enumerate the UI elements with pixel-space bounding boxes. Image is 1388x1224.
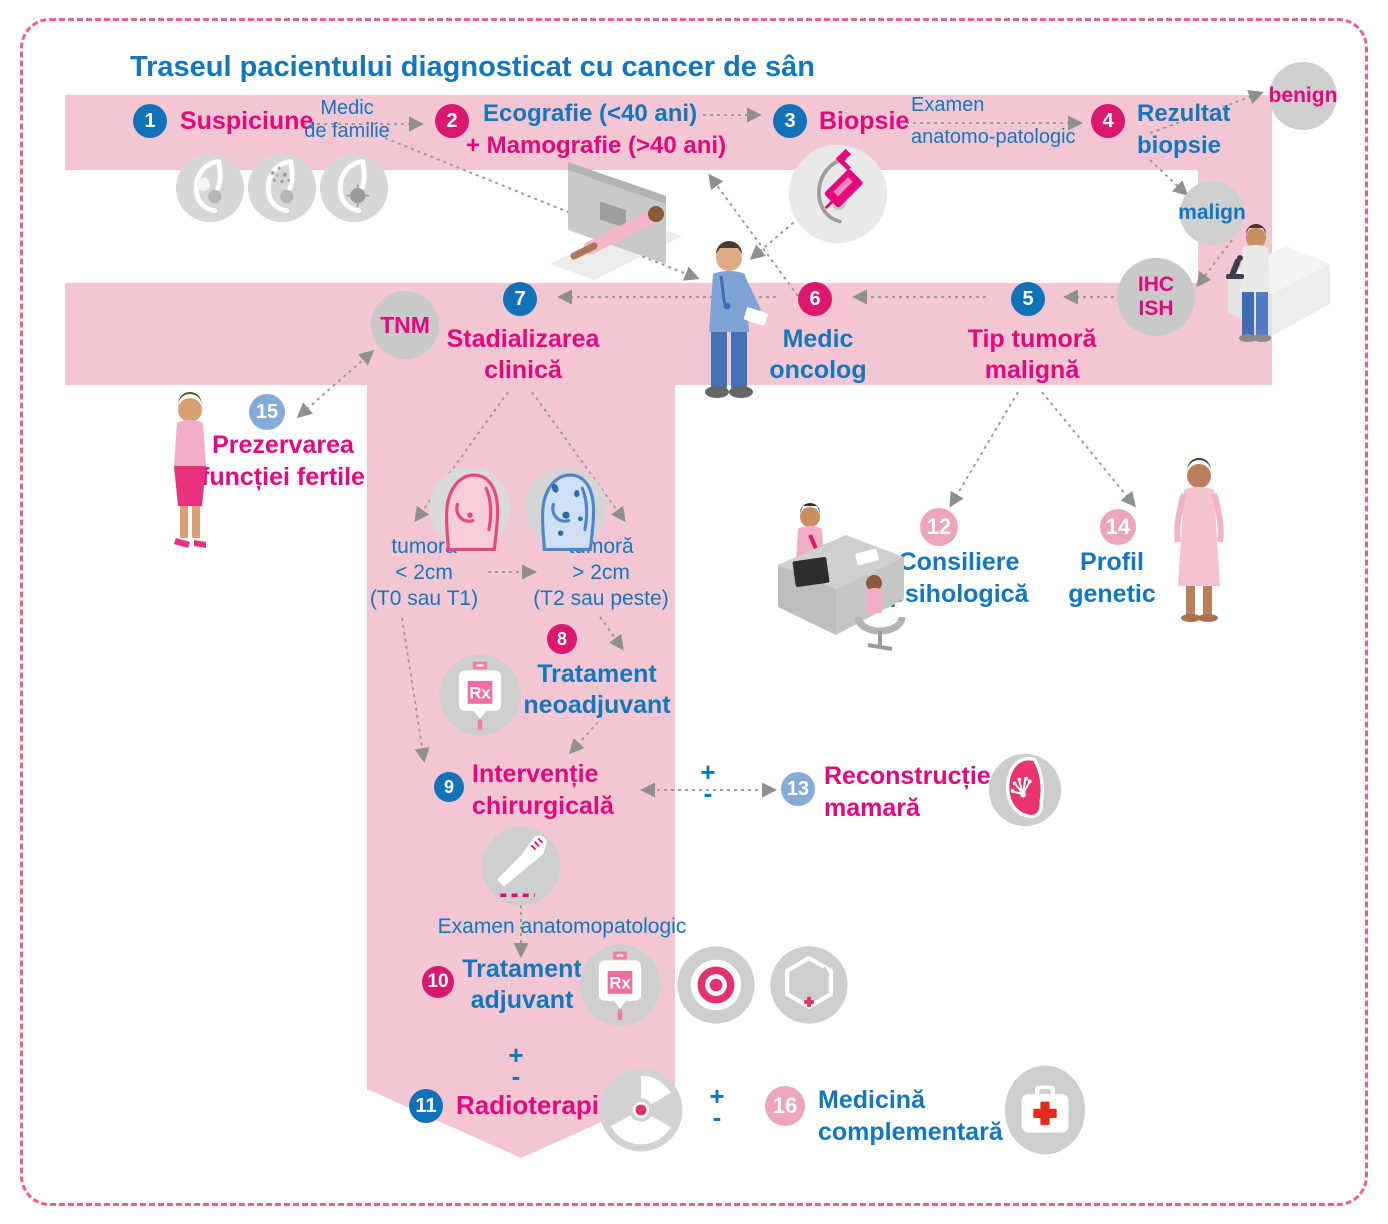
step-9-label-line2: chirurgicală (472, 792, 614, 820)
target-therapy-icon (674, 943, 758, 1027)
tumor-small-label-line2: < 2cm (395, 561, 453, 584)
step-2-label-line1: Ecografie (<40 ani) (483, 100, 698, 127)
step-1-badge: 1 (133, 104, 167, 138)
step-16-label-line1: Medicină (818, 1086, 925, 1114)
step-14-label-line2: genetic (1068, 580, 1156, 608)
step-6-label-line1: Medic (782, 325, 854, 353)
plus-minus-11-16-minus: - (712, 1102, 722, 1132)
plus-minus-11-16-plus: + (709, 1081, 725, 1111)
step-7-label-line1: Stadializarea (446, 325, 600, 353)
step-13-badge: 13 (781, 772, 815, 806)
benign-bubble: benign (1269, 62, 1337, 130)
torso-small-tumor-icon (425, 463, 515, 553)
examen-anatomopatologic-label: Examen anatomopatologic (437, 915, 687, 938)
medic-familie-label-line2: de familie (304, 120, 390, 142)
tumor-large-label-line2: > 2cm (572, 561, 630, 584)
examen-anatomo-label-line2: anatomo-patologic (911, 126, 1076, 148)
torso-large-tumor-icon (521, 463, 611, 553)
step-6-badge: 6 (798, 282, 832, 316)
step-4-label-line1: Rezultat (1137, 100, 1231, 127)
radiation-icon (596, 1065, 686, 1155)
step-5-label-line1: Tip tumoră (967, 325, 1097, 353)
step-9-label-line1: Intervenție (472, 760, 599, 788)
oncologist-illustration (683, 240, 775, 400)
examen-anatomo-label-line1: Examen (911, 94, 985, 116)
ish-label: ISH (1138, 297, 1174, 320)
breast-microcalcifications-icon (246, 152, 318, 224)
step-13-label-line1: Reconstrucție (824, 762, 991, 790)
step-9-badge: 9 (434, 772, 464, 802)
benign-label: benign (1268, 84, 1338, 107)
step-15-label-line1: Prezervarea (212, 431, 354, 459)
step-15-badge: 15 (249, 394, 285, 430)
plus-minus-9-13-minus: - (703, 778, 713, 808)
step-15-label-line2: funcției fertile (201, 463, 365, 491)
hormone-therapy-icon (767, 943, 851, 1027)
tumor-large-label-line3: (T2 sau peste) (533, 587, 669, 610)
svg-text:Rx: Rx (609, 974, 631, 993)
step-16-badge: 16 (765, 1086, 805, 1126)
biopsy-syringe-icon (786, 142, 890, 246)
page-title: Traseul pacientului diagnosticat cu canc… (130, 51, 815, 83)
breast-reconstruction-icon (987, 752, 1063, 828)
step-10-label-line1: Tratament (462, 955, 582, 983)
step-12-label-line2: psihologică (889, 580, 1029, 608)
plus-minus-10-11-minus: - (511, 1061, 521, 1091)
malign-label: malign (1178, 201, 1246, 224)
step-8-label-line2: neoadjuvant (523, 691, 671, 719)
step-10-label-line2: adjuvant (470, 986, 574, 1014)
breast-normal-icon (174, 152, 246, 224)
psychology-counseling-illustration (770, 495, 910, 655)
step-14-badge: 14 (1100, 509, 1136, 545)
ihc-label: IHC (1137, 273, 1175, 296)
medic-familie-label-line1: Medic (320, 97, 374, 119)
iv-bag-adjuvant-icon: Rx (576, 941, 664, 1029)
step-5-label-line2: malignă (984, 356, 1080, 384)
step-5-badge: 5 (1011, 282, 1045, 316)
step-6-label-line2: oncolog (769, 356, 867, 384)
step-10-badge: 10 (422, 966, 454, 998)
svg-text:Rx: Rx (469, 684, 491, 703)
step-3-label: Biopsie (819, 107, 910, 135)
scalpel-icon (478, 823, 564, 909)
step-7-label-line2: clinică (484, 356, 562, 384)
step-12-badge: 12 (920, 508, 958, 546)
ihc-ish-bubble: IHC ISH (1117, 258, 1195, 336)
step-8-label-line1: Tratament (537, 660, 657, 688)
step-11-badge: 11 (409, 1089, 443, 1123)
step-14-label-line1: Profil (1080, 548, 1144, 576)
plus-minus-10-11-plus: + (508, 1040, 524, 1070)
step-11-label: Radioterapie (456, 1090, 614, 1120)
step-4-badge: 4 (1091, 104, 1125, 138)
mri-scanner-illustration (538, 152, 708, 302)
step-13-label-line2: mamară (824, 794, 920, 822)
breast-tumor-icon (318, 152, 390, 224)
woman-genetic-illustration (1158, 458, 1240, 626)
step-1-label: Suspiciune (180, 107, 314, 135)
malign-bubble: malign (1178, 181, 1246, 245)
pathway-band-top (65, 95, 1272, 170)
tnm-label: TNM (380, 311, 430, 338)
step-7-badge: 7 (503, 282, 537, 316)
step-8-badge: 8 (547, 624, 577, 654)
step-2-badge: 2 (435, 104, 469, 138)
pathologist-illustration (1198, 212, 1333, 342)
tnm-bubble: TNM (371, 291, 439, 359)
tumor-small-label-line1: tumoră (391, 535, 457, 558)
first-aid-kit-icon (1003, 1064, 1087, 1156)
step-3-badge: 3 (773, 104, 807, 138)
step-4-label-line2: biopsie (1137, 132, 1222, 159)
iv-bag-icon: Rx (436, 651, 524, 739)
step-16-label-line2: complementară (818, 1118, 1003, 1146)
step-12-label-line1: Consiliere (898, 548, 1020, 576)
plus-minus-9-13-plus: + (700, 757, 716, 787)
tumor-small-label-line3: (T0 sau T1) (369, 587, 479, 610)
step-2-label-line2: + Mamografie (>40 ani) (466, 132, 727, 159)
woman-fertility-illustration (150, 390, 230, 550)
